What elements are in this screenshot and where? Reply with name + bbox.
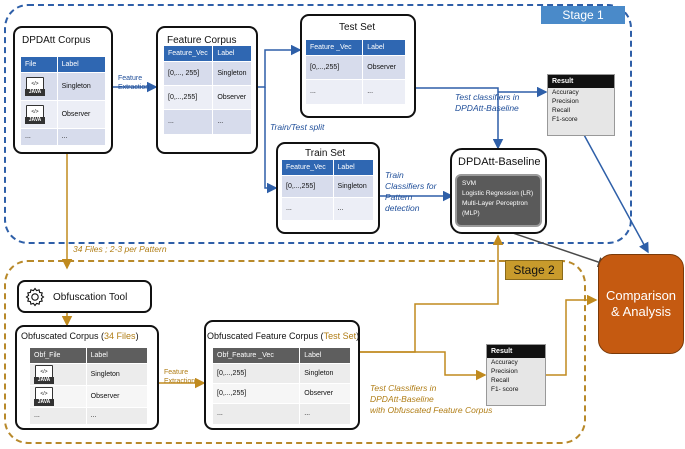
label-cell: Singleton bbox=[333, 175, 375, 198]
java-file-icon: </>JAVA bbox=[34, 365, 54, 384]
column-header: Label bbox=[333, 160, 375, 176]
obfuscated-corpus-title: Obfuscated Corpus (34 Files) bbox=[21, 331, 139, 341]
stage2-container bbox=[4, 260, 586, 444]
vec-cell: [0,...,255] bbox=[306, 55, 364, 80]
model-item: SVM bbox=[462, 180, 477, 187]
label-cell: ... bbox=[57, 128, 107, 145]
vec-cell: [0,...,255] bbox=[213, 363, 301, 384]
metric-item: Precision bbox=[552, 98, 579, 105]
obfuscated-feature-corpus-title: Obfuscated Feature Corpus (Test Set) bbox=[207, 331, 360, 341]
column-header: Label bbox=[299, 348, 351, 364]
gear-icon bbox=[25, 287, 45, 307]
metric-item: Recall bbox=[552, 107, 571, 114]
vec-cell: [0,...,255] bbox=[213, 383, 301, 404]
corpus-title: DPDAtt Corpus bbox=[22, 35, 91, 46]
java-file-icon: </>JAVA bbox=[25, 77, 45, 96]
result-head: Result bbox=[548, 75, 614, 88]
column-header: Feature_Vec bbox=[164, 46, 214, 62]
label-cell: Observer bbox=[212, 85, 252, 110]
model-list: SVM Logistic Regression (LR) Multi-Layer… bbox=[455, 174, 542, 227]
vec-cell: ... bbox=[306, 79, 364, 104]
label-cell: Observer bbox=[57, 100, 107, 129]
train-set-title: Train Set bbox=[305, 148, 346, 159]
vec-cell: [0,...,255] bbox=[164, 85, 214, 110]
stage2-label: Stage 2 bbox=[505, 260, 563, 280]
baseline-title: DPDAtt-Baseline bbox=[458, 156, 541, 168]
label-cell: ... bbox=[362, 79, 406, 104]
metric-item: Recall bbox=[491, 377, 510, 384]
file-cell: ... bbox=[30, 407, 87, 424]
column-header: Label bbox=[86, 348, 149, 364]
files-note: 34 Files ; 2-3 per Pattern bbox=[73, 244, 167, 254]
obfuscation-tool-box: Obfuscation Tool bbox=[17, 280, 152, 313]
label-cell: Observer bbox=[86, 385, 149, 408]
column-header: File bbox=[21, 57, 58, 73]
vec-cell: [0,...,255] bbox=[282, 175, 334, 198]
result-panel-stage1: Result Accuracy Precision Recall F1-scor… bbox=[547, 74, 615, 136]
java-file-icon: </>JAVA bbox=[25, 105, 45, 124]
metric-item: Accuracy bbox=[552, 89, 579, 96]
vec-cell: [0,..., 255] bbox=[164, 61, 214, 86]
file-cell: </>JAVA bbox=[21, 72, 58, 101]
metric-item: Accuracy bbox=[491, 359, 518, 366]
stage1-container bbox=[4, 4, 632, 244]
stage1-label: Stage 1 bbox=[541, 6, 625, 24]
test-set-title: Test Set bbox=[339, 22, 376, 33]
label-cell: Singleton bbox=[86, 363, 149, 386]
metric-item: F1- score bbox=[491, 386, 519, 393]
column-header: Obf_File bbox=[30, 348, 87, 364]
label-cell: Singleton bbox=[212, 61, 252, 86]
metric-item: F1-score bbox=[552, 116, 578, 123]
vec-cell: ... bbox=[213, 403, 301, 424]
file-cell: </>JAVA bbox=[21, 100, 58, 129]
java-file-icon: </>JAVA bbox=[34, 387, 54, 406]
label-cell: Observer bbox=[362, 55, 406, 80]
model-item: (MLP) bbox=[462, 210, 480, 217]
file-cell: ... bbox=[21, 128, 58, 145]
column-header: Obf_Feature _Vec bbox=[213, 348, 301, 364]
result-panel-stage2: Result Accuracy Precision Recall F1- sco… bbox=[486, 344, 546, 406]
column-header: Label bbox=[57, 57, 107, 73]
comparison-analysis-box: Comparison& Analysis bbox=[598, 254, 684, 354]
result-head: Result bbox=[487, 345, 545, 358]
label-cell: Singleton bbox=[299, 363, 351, 384]
metric-item: Precision bbox=[491, 368, 518, 375]
file-cell: </>JAVA bbox=[30, 363, 87, 386]
model-item: Logistic Regression (LR) bbox=[462, 190, 534, 197]
column-header: Feature _Vec bbox=[306, 40, 364, 56]
column-header: Feature_Vec bbox=[282, 160, 334, 176]
label-cell: ... bbox=[212, 109, 252, 134]
train-test-split-label: Train/Test split bbox=[270, 122, 325, 132]
label-cell: Singleton bbox=[57, 72, 107, 101]
label-cell: Observer bbox=[299, 383, 351, 404]
column-header: Label bbox=[212, 46, 252, 62]
label-cell: ... bbox=[333, 197, 375, 220]
label-cell: ... bbox=[299, 403, 351, 424]
file-cell: </>JAVA bbox=[30, 385, 87, 408]
feature-corpus-title: Feature Corpus bbox=[167, 35, 237, 46]
label-cell: ... bbox=[86, 407, 149, 424]
model-item: Multi-Layer Perceptron bbox=[462, 200, 528, 207]
obfuscation-tool-label: Obfuscation Tool bbox=[53, 292, 128, 303]
vec-cell: ... bbox=[164, 109, 214, 134]
column-header: Label bbox=[362, 40, 406, 56]
vec-cell: ... bbox=[282, 197, 334, 220]
